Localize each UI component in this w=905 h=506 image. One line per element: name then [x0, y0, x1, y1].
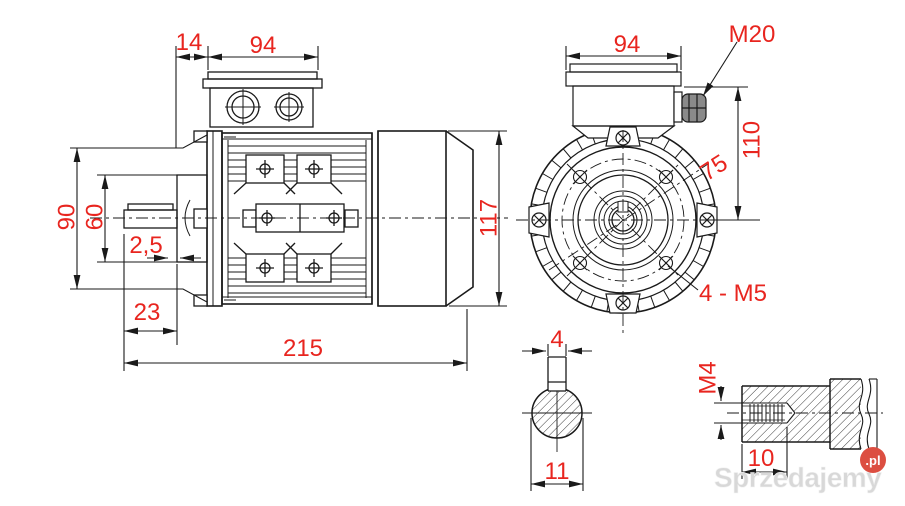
dim-label-m20: M20	[729, 21, 776, 48]
side-terminal-box	[202, 71, 323, 128]
dim-label-117: 117	[476, 199, 503, 237]
dim-label-10: 10	[748, 445, 775, 472]
shaft-end-detail	[714, 378, 883, 479]
watermark-badge	[860, 447, 886, 473]
side-view	[90, 71, 508, 307]
dim-label-90: 90	[54, 204, 81, 231]
front-view	[516, 63, 757, 334]
dim-label-75: 75	[695, 149, 732, 186]
dim-label-23: 23	[134, 299, 161, 326]
dim-label-110: 110	[739, 121, 766, 159]
dim-label-60: 60	[82, 204, 109, 231]
side-flange	[193, 130, 236, 307]
shaft-end-labels: M4 10	[695, 361, 775, 472]
dim-label-2-5: 2,5	[129, 232, 162, 259]
shaft-end-dimensions	[714, 386, 788, 479]
dim-label-14: 14	[176, 29, 203, 56]
dim-label-215: 215	[283, 335, 323, 362]
m20-cable-gland	[673, 91, 707, 123]
dim-label-4: 4	[550, 326, 563, 353]
shaft-end-outline	[741, 378, 878, 450]
front-terminal-box	[565, 63, 682, 127]
watermark-badge-text: .pl	[865, 453, 880, 468]
keyway	[547, 356, 567, 392]
cross-section-labels: 4 11	[545, 326, 570, 485]
watermark: Sprzedajemy .pl	[714, 447, 886, 493]
cross-section-dimensions	[522, 344, 592, 491]
cable-gland-holes	[225, 89, 304, 125]
dim-label-11: 11	[545, 458, 570, 485]
dim-label-m4: M4	[695, 361, 722, 394]
front-view-dimensions	[565, 41, 760, 291]
dim-label-94-front: 94	[614, 31, 641, 58]
shaft-cross-section	[522, 344, 592, 491]
dim-label-4-m5: 4 - M5	[699, 280, 767, 307]
side-view-dimensions	[70, 46, 507, 371]
side-fan-cover	[371, 130, 474, 307]
side-view-labels: 14 94 90 60 2,5 23 215 117	[54, 29, 503, 362]
side-mount-pads	[233, 154, 343, 283]
watermark-text: Sprzedajemy	[714, 462, 882, 493]
dim-label-94-side: 94	[250, 32, 277, 59]
side-motor-body	[221, 132, 373, 305]
side-shaft	[123, 203, 178, 229]
